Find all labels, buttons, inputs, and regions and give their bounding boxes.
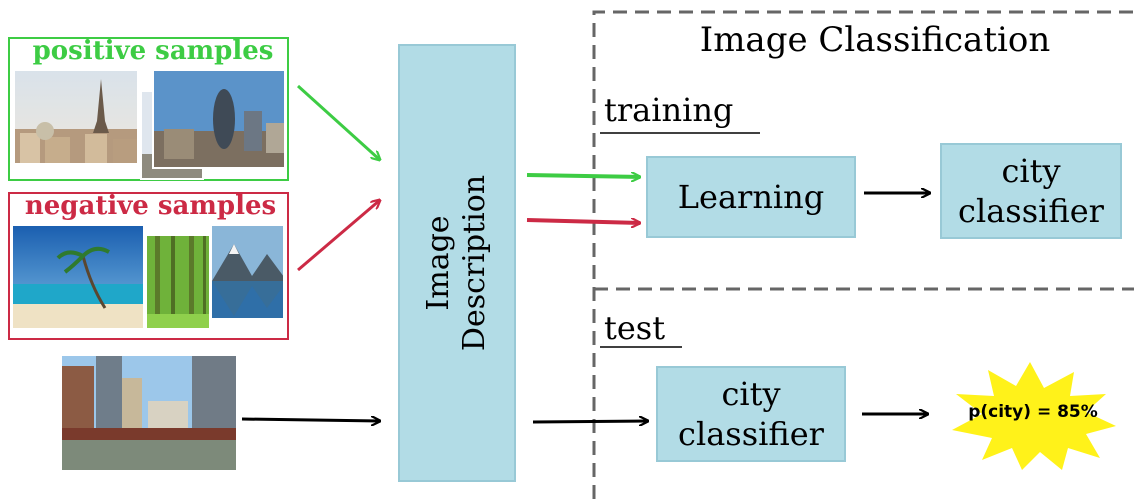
city-classifier-training-line1: city — [1001, 152, 1061, 190]
test-image-arrow — [241, 419, 380, 421]
mountain-lake-photo — [210, 224, 285, 320]
london-photo — [152, 69, 286, 169]
positive-samples-frame — [8, 37, 289, 181]
city-classifier-training-box: city classifier — [940, 143, 1122, 239]
description-test-classifier-arrow — [532, 421, 648, 422]
negative-samples-label: negative samples — [24, 191, 277, 221]
result-starburst — [952, 362, 1116, 470]
training-label: training — [604, 91, 734, 129]
test-label: test — [604, 309, 666, 347]
forest-photo — [145, 234, 211, 330]
positive-samples-label: positive samples — [32, 36, 274, 66]
description-learning-green-arrow — [526, 175, 640, 177]
section-title: Image Classification — [699, 20, 1051, 60]
description-learning-red-arrow — [526, 220, 640, 223]
city-classifier-test-box: city classifier — [656, 366, 846, 462]
city-classifier-training-line2: classifier — [958, 192, 1104, 230]
paris-photo — [13, 69, 139, 165]
negative-arrow — [297, 200, 380, 272]
beach-photo — [11, 224, 145, 330]
classification-dashed-border — [592, 10, 1134, 499]
learning-label: Learning — [677, 178, 825, 216]
image-description-box: Image Description — [398, 44, 516, 482]
city-classifier-test-line2: classifier — [678, 415, 824, 453]
positive-arrow — [296, 84, 380, 160]
learning-box: Learning — [646, 156, 856, 238]
city-classifier-test-line1: city — [721, 375, 781, 413]
result-label: p(city) = 85% — [968, 402, 1098, 422]
test-city-photo — [62, 356, 236, 470]
negative-samples-frame — [8, 192, 289, 340]
